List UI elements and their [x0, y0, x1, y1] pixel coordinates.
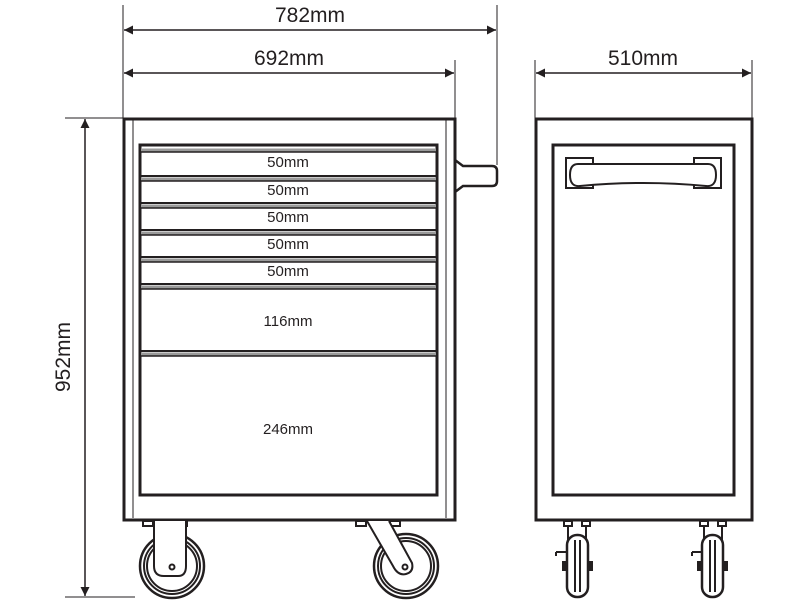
drawer-3-height: 50mm	[267, 209, 309, 226]
depth-label: 510mm	[608, 47, 678, 70]
side-caster-left	[555, 520, 593, 599]
door-handle	[565, 157, 722, 189]
dimension-lines	[65, 5, 753, 598]
front-caster-right	[355, 520, 440, 600]
drawer-5-height: 50mm	[267, 263, 309, 280]
drawer-1-height: 50mm	[267, 154, 309, 171]
drawer-4-height: 50mm	[267, 236, 309, 253]
front-view: 50mm 50mm 50mm 50mm 50mm 116mm 246mm	[122, 117, 499, 600]
drawer-6-height: 116mm	[264, 313, 313, 330]
side-handle	[454, 159, 499, 193]
front-caster-left	[138, 520, 206, 600]
body-width-label: 692mm	[254, 47, 324, 70]
drawer-2-height: 50mm	[267, 182, 309, 199]
drawer-7-height: 246mm	[263, 421, 313, 438]
height-label: 952mm	[52, 322, 75, 392]
overall-width-label: 782mm	[275, 4, 345, 27]
drawer-separators	[141, 148, 436, 357]
side-caster-right	[691, 520, 728, 599]
side-view	[534, 117, 754, 599]
